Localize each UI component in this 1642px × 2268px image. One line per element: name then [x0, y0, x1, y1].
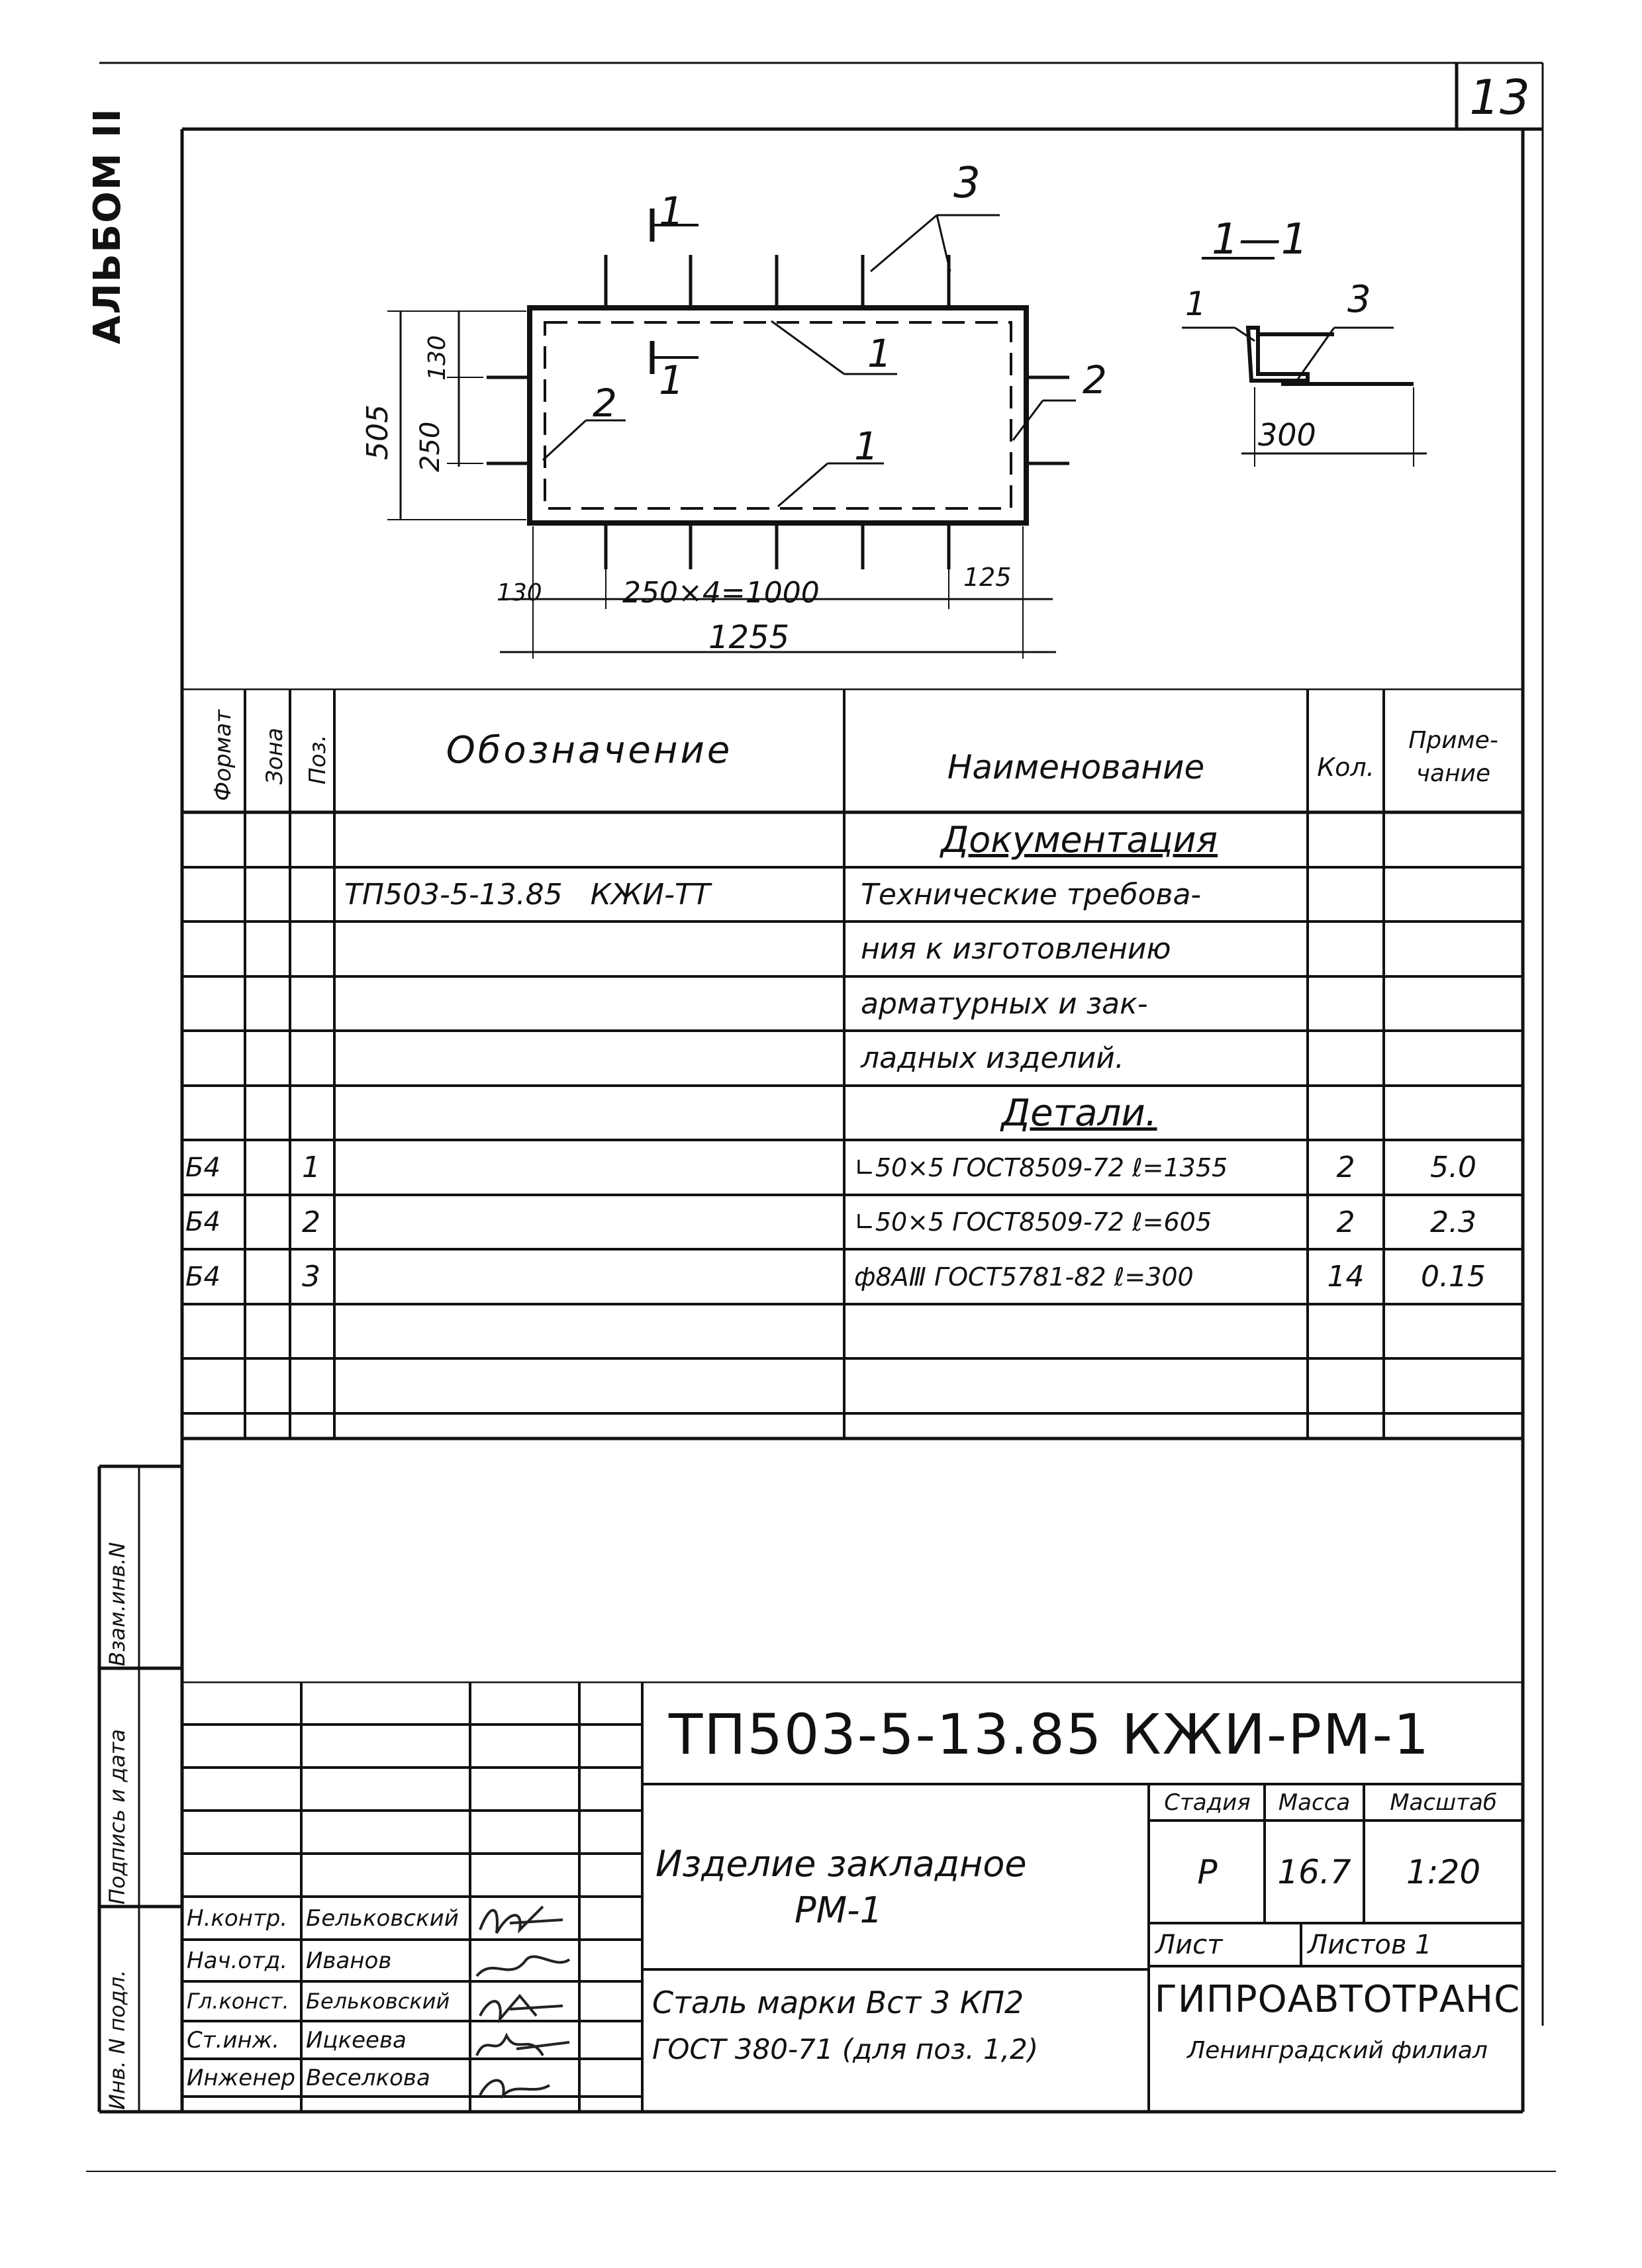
row3-pos: 3	[302, 1260, 320, 1294]
signer-role-4: Ст.инж.	[187, 2026, 280, 2054]
signer-role-3: Гл.конст.	[187, 1989, 289, 2014]
material-line-2: ГОСТ 380-71 (для поз. 1,2)	[652, 2032, 1039, 2065]
item-name-line-1: Изделие закладное	[655, 1842, 1027, 1885]
dim-section-width: 300	[1258, 417, 1316, 453]
leader-label-3: 3	[953, 159, 981, 208]
col-header-name: Наименование	[947, 747, 1205, 786]
row2-qty: 2	[1336, 1205, 1355, 1239]
dim-left-offset: 130	[497, 579, 542, 606]
signer-name-5: Веселкова	[306, 2064, 430, 2091]
row2-format: Б4	[185, 1207, 220, 1237]
spec-table-grid	[182, 688, 1523, 1441]
stamp-sign-date: Подпись и дата	[105, 1728, 130, 1905]
col-header-note: Приме-чание	[1408, 726, 1498, 787]
doc-name-line-1: Технические требова-	[861, 878, 1202, 912]
item-name-line-2: РМ-1	[795, 1889, 883, 1931]
signatures	[475, 1905, 571, 2099]
col-header-designation: Обозначение	[446, 729, 733, 772]
material-line-1: Сталь марки Вст 3 КП2	[652, 1985, 1024, 2020]
doc-name-line-2: ния к изготовлению	[861, 932, 1171, 966]
dim-total-height: 505	[361, 404, 395, 460]
section-title: 1—1	[1212, 215, 1308, 264]
row3-note: 0.15	[1421, 1260, 1486, 1294]
dim-inner-height: 250	[415, 421, 446, 472]
doc-designation: ТП503-5-13.85 КЖИ-ТТ	[344, 878, 710, 912]
embedded-part-drawing	[387, 209, 1427, 659]
sheet-label: Лист	[1155, 1929, 1223, 1960]
row3-name: ф8АⅢ ГОСТ5781-82 ℓ=300	[854, 1262, 1194, 1292]
drawing-code: ТП503-5-13.85 КЖИ-РМ-1	[669, 1702, 1431, 1767]
dim-total-width: 1255	[708, 619, 790, 656]
organization-branch: Ленинградский филиал	[1187, 2037, 1488, 2064]
dim-top-offset: 130	[424, 335, 451, 381]
row1-name: ∟50×5 ГОСТ8509-72 ℓ=1355	[854, 1153, 1228, 1182]
row2-note: 2.3	[1430, 1205, 1476, 1239]
signer-name-2: Иванов	[306, 1947, 392, 1974]
signer-role-2: Нач.отд.	[187, 1947, 288, 1974]
doc-section-title: Документация	[941, 819, 1218, 861]
title-block-grid	[182, 1681, 1523, 2112]
scale-label: Масштаб	[1390, 1789, 1497, 1816]
signer-name-4: Ицкеева	[306, 2026, 407, 2054]
signer-role-5: Инженер	[187, 2064, 295, 2091]
doc-name-line-3: арматурных и зак-	[861, 987, 1148, 1021]
col-header-pos: Поз.	[305, 734, 331, 784]
dim-spacing: 250×4=1000	[622, 576, 820, 610]
col-header-format: Формат	[210, 710, 236, 801]
leader-label-2-left: 2	[593, 381, 617, 426]
doc-name-line-4: ладных изделий.	[861, 1041, 1124, 1075]
row1-format: Б4	[185, 1152, 220, 1183]
leader-label-1-bottom: 1	[854, 424, 879, 469]
section-mark-bottom: 1	[659, 357, 685, 404]
leader-label-2-right: 2	[1083, 357, 1107, 402]
mass-label: Масса	[1278, 1789, 1351, 1816]
details-section-title: Детали.	[1001, 1091, 1157, 1135]
sheets-label: Листов 1	[1308, 1929, 1432, 1960]
signer-name-3: Бельковский	[306, 1989, 450, 2014]
album-label: АЛЬБОМ II	[86, 107, 129, 344]
signer-name-1: Бельковский	[306, 1905, 459, 1932]
section-mark-top: 1	[659, 189, 685, 235]
signer-role-1: Н.контр.	[187, 1905, 288, 1932]
stage-value: Р	[1197, 1852, 1218, 1891]
mass-value: 16.7	[1277, 1852, 1351, 1891]
row3-qty: 14	[1327, 1260, 1365, 1294]
col-header-zone: Зона	[262, 728, 288, 784]
dim-right-offset: 125	[963, 563, 1012, 592]
col-header-qty: Кол.	[1317, 752, 1375, 782]
row3-format: Б4	[185, 1261, 220, 1292]
row1-note: 5.0	[1430, 1151, 1476, 1184]
organization-name: ГИПРОАВТОТРАНС	[1154, 1977, 1521, 2021]
scale-value: 1:20	[1406, 1852, 1481, 1891]
section-leader-3: 3	[1347, 278, 1371, 321]
sheet-number: 13	[1469, 70, 1530, 125]
stamp-inv-orig: Инв. N подл.	[105, 1969, 130, 2110]
section-leader-1: 1	[1185, 285, 1206, 323]
stage-label: Стадия	[1164, 1789, 1251, 1816]
row2-pos: 2	[302, 1205, 320, 1239]
row1-pos: 1	[302, 1151, 320, 1184]
row2-name: ∟50×5 ГОСТ8509-72 ℓ=605	[854, 1207, 1212, 1237]
leader-label-1-top: 1	[867, 331, 892, 376]
stamp-inv-dupl: Взам.инв.N	[105, 1542, 130, 1666]
row1-qty: 2	[1336, 1151, 1355, 1184]
